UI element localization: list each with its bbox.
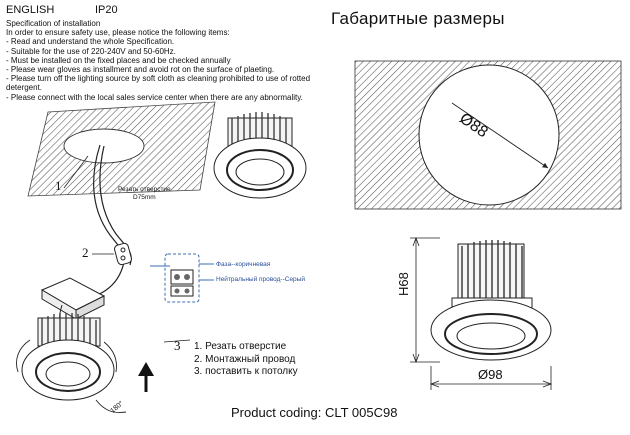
height-label: H68 xyxy=(396,272,411,296)
wiring-diagram xyxy=(150,253,214,303)
step-item: 3. поставить к потолку xyxy=(194,366,298,377)
driver-box xyxy=(40,277,106,320)
downlight-perspective-bottom xyxy=(16,313,117,401)
callout-1: 1 xyxy=(55,178,62,193)
cutout-label-line1: Резать отверстие xyxy=(118,186,171,193)
product-code: Product coding: CLT 005C98 xyxy=(231,405,398,420)
up-arrow-icon xyxy=(138,362,154,392)
terminal-connector xyxy=(114,242,132,266)
spec-line: - Read and understand the whole Specific… xyxy=(6,37,175,47)
hole-diameter-drawing xyxy=(354,60,622,210)
specification-block: Specification of installation In order t… xyxy=(6,19,336,102)
step-item: 2. Монтажный провод xyxy=(194,353,296,365)
callout-3: 3 xyxy=(174,338,181,353)
spec-line: - Please connect with the local sales se… xyxy=(6,92,303,102)
spec-line: - Suitable for the use of 220-240V and 5… xyxy=(6,46,176,56)
width-dimension xyxy=(429,366,553,390)
height-dimension xyxy=(410,236,440,364)
spec-line: In order to ensure safety use, please no… xyxy=(6,28,230,38)
spec-line: - Must be installed on the fixed places … xyxy=(6,55,231,65)
downlight-perspective-top xyxy=(213,112,307,199)
phase-wire-label: Фаза--коричневая xyxy=(216,261,271,268)
rotation-arc xyxy=(95,399,127,413)
outer-diameter-label: Ø98 xyxy=(478,367,503,382)
dimensions-title: Габаритные размеры xyxy=(331,9,505,28)
language-label: ENGLISH xyxy=(6,4,55,16)
ip-rating-label: IP20 xyxy=(95,4,118,16)
step-item: 1. Резать отверстие xyxy=(194,341,287,352)
specification-title: Specification of installation xyxy=(6,19,101,28)
installation-steps: 1. Резать отверстие 2. Монтажный провод … xyxy=(194,341,298,379)
callout-lines xyxy=(63,155,191,343)
cutout-label: Резать отверстие D75mm xyxy=(118,186,171,202)
ceiling-slab xyxy=(27,101,216,197)
cutout-label-line2: D75mm xyxy=(132,194,156,201)
side-profile-drawing xyxy=(430,240,552,361)
callout-2: 2 xyxy=(82,245,89,260)
neutral-wire-label: Нейтральный провод--Серый xyxy=(216,276,305,283)
spec-line: - Please turn off the lighting source by… xyxy=(6,74,311,93)
spec-line: - Please wear gloves as installment and … xyxy=(6,65,275,75)
